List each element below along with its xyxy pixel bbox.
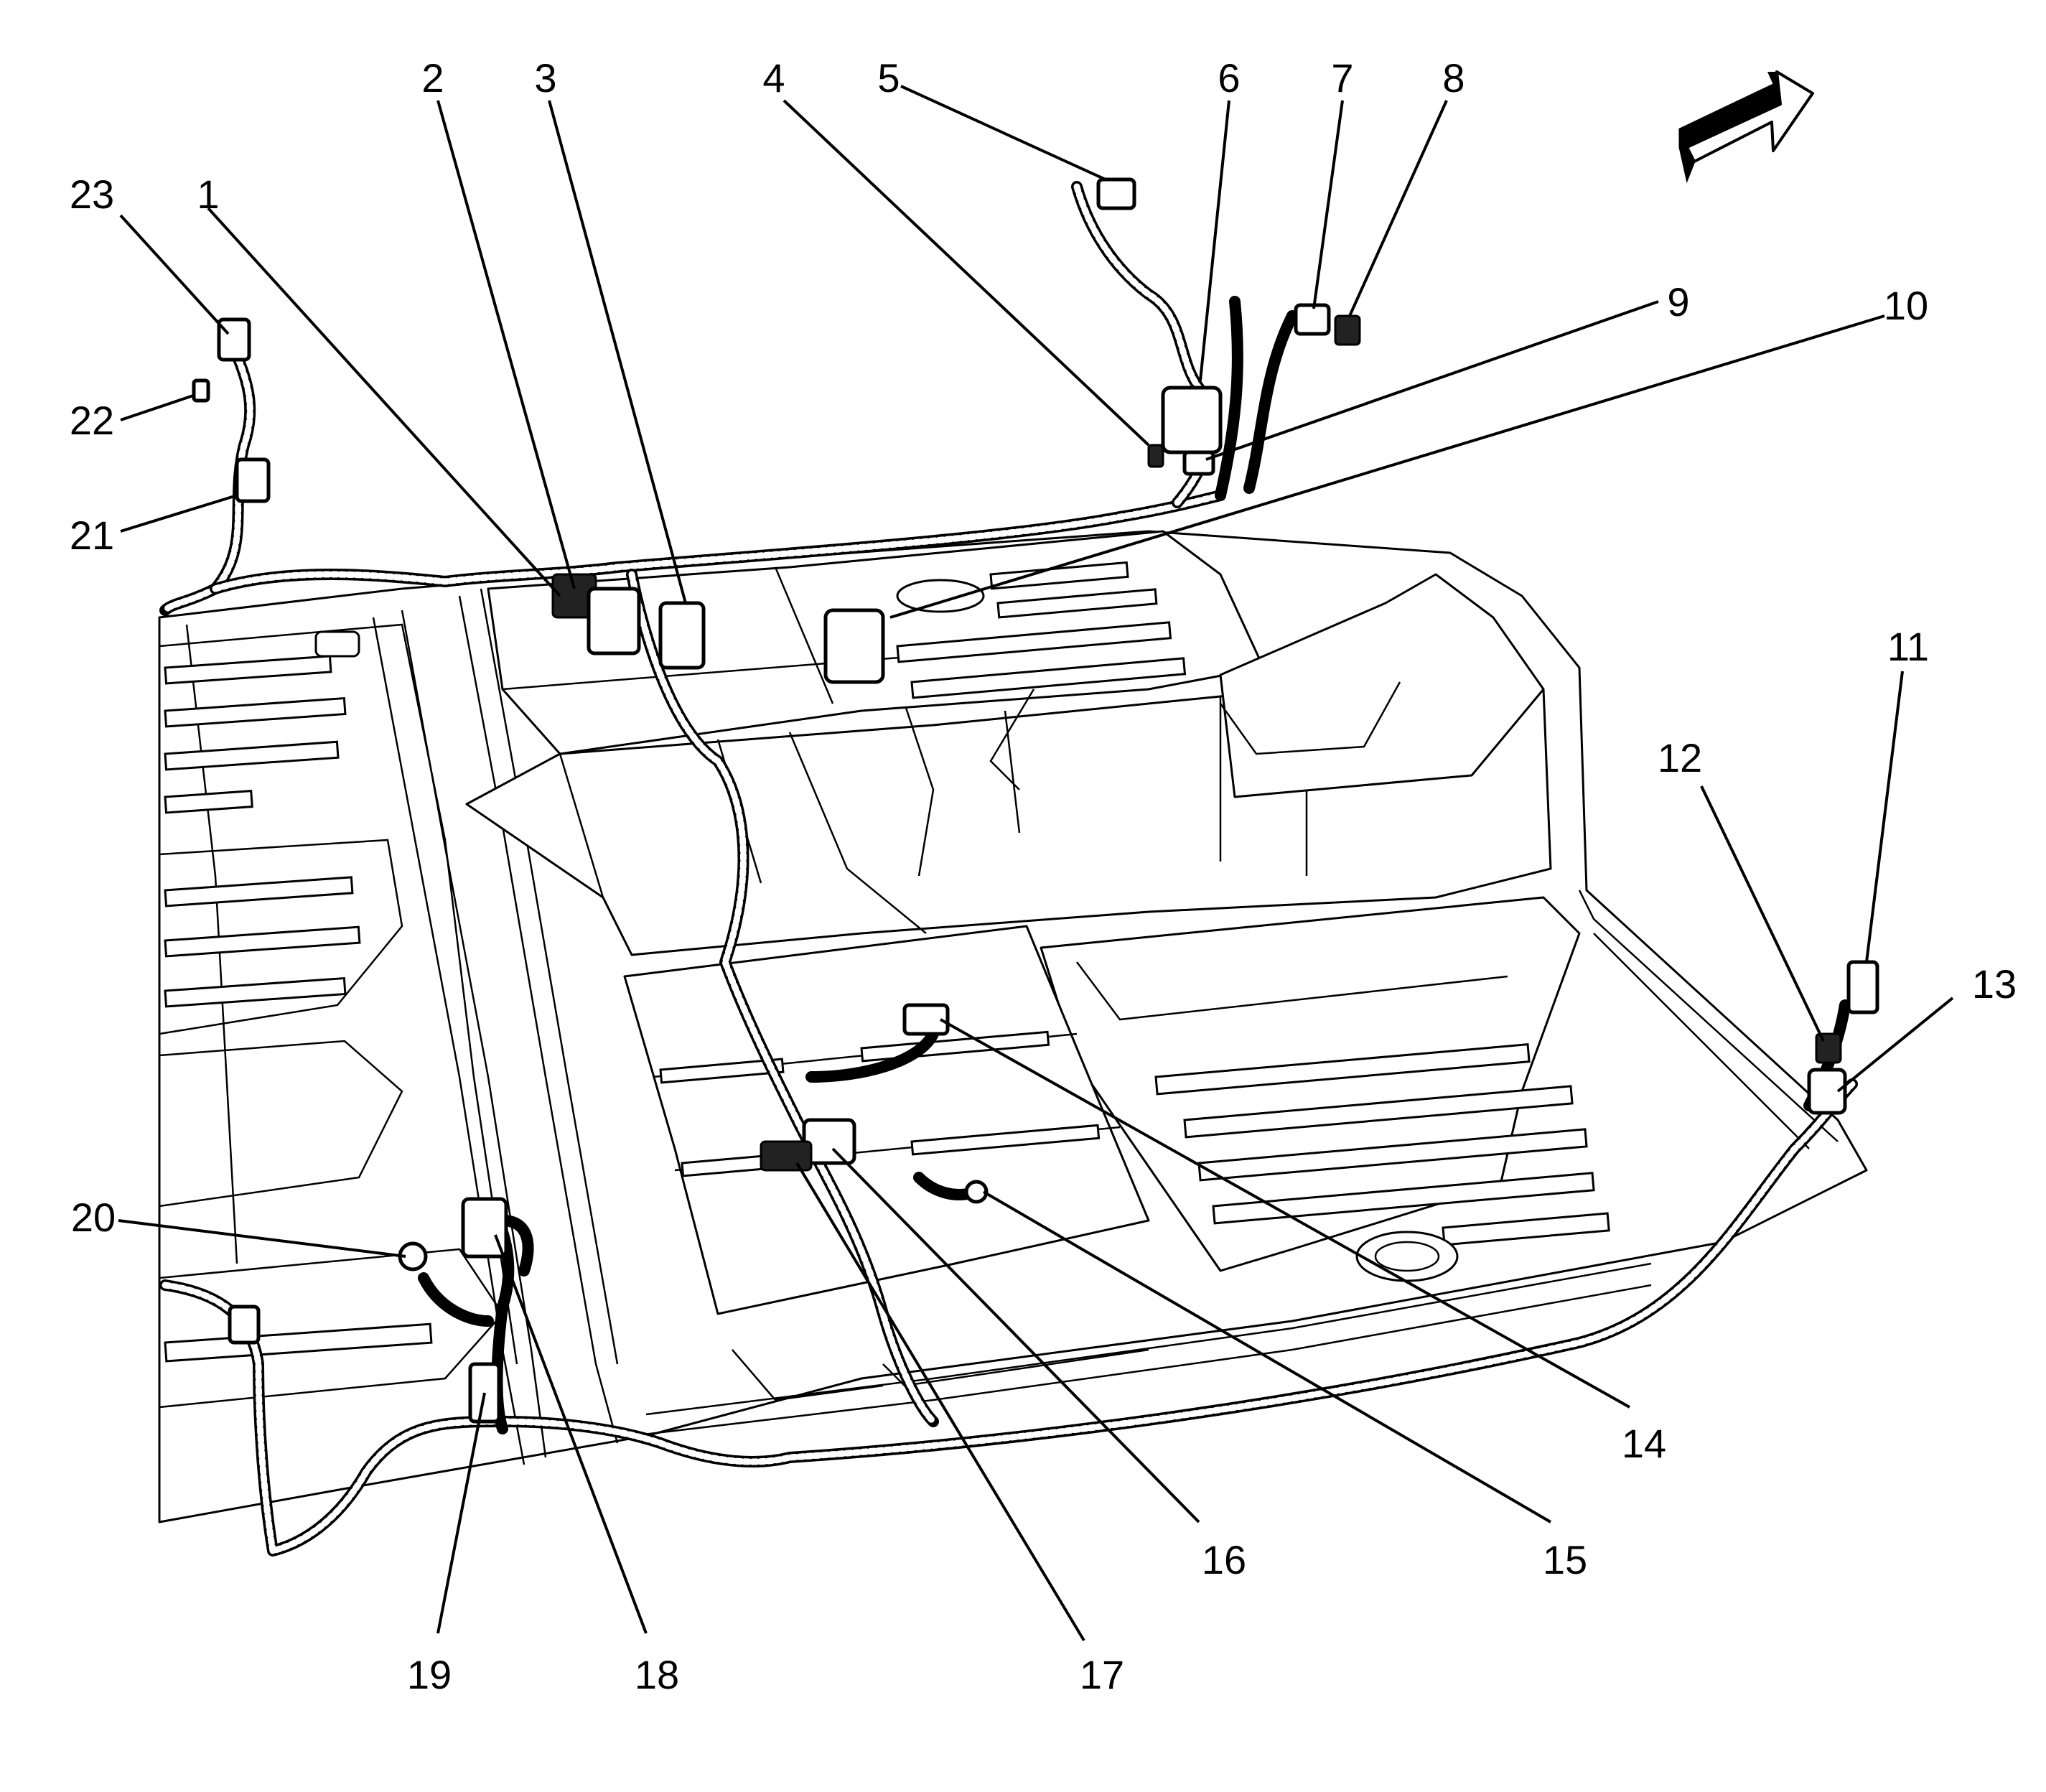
connector-4	[1147, 444, 1164, 468]
connector-14	[902, 1003, 950, 1036]
callout-20: 20	[71, 1195, 116, 1240]
connector-21	[235, 457, 271, 503]
connector-23	[217, 317, 251, 362]
connector-3	[658, 601, 706, 670]
callout-9: 9	[1667, 279, 1689, 325]
callout-8: 8	[1442, 55, 1465, 101]
module-6	[1161, 386, 1223, 454]
callout-21: 21	[70, 513, 114, 558]
callout-3: 3	[534, 55, 556, 101]
connector-13	[1807, 1068, 1847, 1115]
connector-2	[587, 587, 641, 655]
forward-direction-arrow-icon	[1678, 70, 1814, 184]
callout-6: 6	[1218, 55, 1240, 101]
connectors	[192, 177, 1879, 1424]
callout-10: 10	[1884, 283, 1928, 328]
callout-7: 7	[1331, 55, 1353, 101]
callout-1: 1	[197, 172, 219, 217]
callout-labels: 23 1 2 3 4 5 6 7 8 9 10 11 12 13 14 15 1…	[70, 55, 2017, 1697]
callout-17: 17	[1080, 1652, 1124, 1697]
callout-15: 15	[1543, 1537, 1587, 1582]
callout-5: 5	[877, 55, 900, 101]
callout-13: 13	[1972, 961, 2017, 1007]
ground-15	[964, 1180, 989, 1204]
connector-9	[1182, 450, 1215, 476]
callout-23: 23	[70, 172, 114, 217]
connector-18	[461, 1197, 508, 1259]
connector-5	[1096, 177, 1136, 210]
leader-lines	[118, 85, 1954, 1642]
connector-left-lower	[228, 1305, 261, 1345]
callout-4: 4	[762, 55, 785, 101]
module-10	[823, 608, 885, 684]
callout-19: 19	[407, 1652, 452, 1697]
connector-17	[760, 1140, 813, 1172]
callout-12: 12	[1658, 735, 1702, 780]
callout-22: 22	[70, 398, 114, 443]
connector-7	[1294, 303, 1331, 336]
connector-11	[1846, 960, 1879, 1014]
connector-8	[1334, 314, 1361, 346]
callout-14: 14	[1622, 1421, 1666, 1466]
connector-12	[1815, 1032, 1842, 1064]
floor-pan	[158, 530, 1868, 1523]
ground-terminal-22	[192, 378, 210, 403]
callout-2: 2	[421, 55, 444, 101]
callout-11: 11	[1887, 624, 1929, 669]
callout-16: 16	[1202, 1537, 1246, 1582]
wiring-harness	[159, 181, 1858, 1557]
callout-18: 18	[635, 1652, 679, 1697]
